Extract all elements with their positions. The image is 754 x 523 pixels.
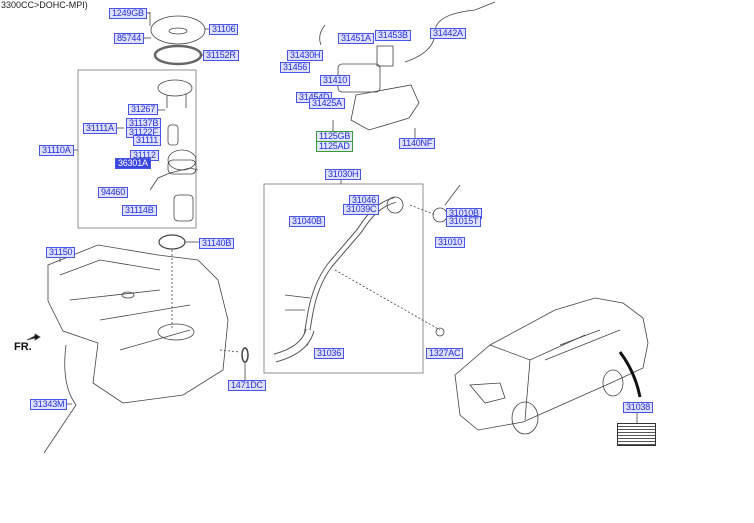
part-label-31456[interactable]: 31456: [280, 62, 311, 73]
fuel-tank: [47, 244, 229, 404]
part-label-31410[interactable]: 31410: [320, 75, 351, 86]
part-label-36301A[interactable]: 36301A: [115, 158, 151, 169]
vehicle-outline: [454, 297, 649, 435]
part-label-1471DC[interactable]: 1471DC: [228, 380, 266, 391]
part-label-94460[interactable]: 94460: [98, 187, 129, 198]
filler-neck-box: [263, 183, 424, 374]
part-label-1125AD[interactable]: 1125AD: [316, 141, 354, 152]
part-label-85744[interactable]: 85744: [114, 33, 145, 44]
part-label-31030H[interactable]: 31030H: [325, 169, 362, 180]
sender-wire: [43, 344, 77, 454]
part-label-31110A[interactable]: 31110A: [39, 145, 74, 156]
part-label-31442A[interactable]: 31442A: [430, 28, 466, 39]
part-label-31036[interactable]: 31036: [314, 348, 345, 359]
model-header: 3300CC>DOHC-MPI): [1, 0, 88, 10]
fuel-cap: [432, 207, 448, 223]
part-label-31114B[interactable]: 31114B: [122, 205, 157, 216]
part-label-31453B[interactable]: 31453B: [375, 30, 411, 41]
part-label-31111[interactable]: 31111: [133, 135, 162, 146]
tank-o-ring: [158, 234, 186, 250]
part-label-31425A[interactable]: 31425A: [309, 98, 345, 109]
part-label-31010[interactable]: 31010: [435, 237, 466, 248]
fuel-label-sticker: [617, 423, 656, 446]
part-label-1327AC[interactable]: 1327AC: [426, 348, 464, 359]
part-label-31111A[interactable]: 31111A: [83, 123, 117, 134]
part-label-31152R[interactable]: 31152R: [203, 50, 239, 61]
part-label-31040B[interactable]: 31040B: [289, 216, 325, 227]
part-label-31150[interactable]: 31150: [46, 247, 76, 258]
part-label-31140B[interactable]: 31140B: [199, 238, 235, 249]
part-label-31039C[interactable]: 31039C: [343, 204, 380, 215]
gasket-ring: [153, 44, 203, 66]
part-label-31451A[interactable]: 31451A: [338, 33, 374, 44]
part-label-1140NF[interactable]: 1140NF: [399, 138, 436, 149]
part-label-1249GB[interactable]: 1249GB: [109, 8, 147, 19]
part-label-group-1125: 1125GB 1125AD: [316, 131, 354, 152]
fuel-pump-module-box: [77, 69, 197, 229]
canister-bracket: [350, 84, 420, 131]
part-label-31343M[interactable]: 31343M: [30, 399, 68, 410]
part-label-31106[interactable]: 31106: [209, 24, 239, 35]
part-label-31015T[interactable]: 31015T: [446, 216, 482, 227]
label-pointer: [618, 351, 642, 398]
front-arrow-icon: [26, 333, 41, 341]
front-marker: FR.: [14, 341, 32, 353]
part-label-31038[interactable]: 31038: [623, 402, 654, 413]
pump-cover-plate: [150, 15, 206, 45]
part-label-31430H[interactable]: 31430H: [287, 50, 324, 61]
part-label-31267[interactable]: 31267: [128, 104, 159, 115]
